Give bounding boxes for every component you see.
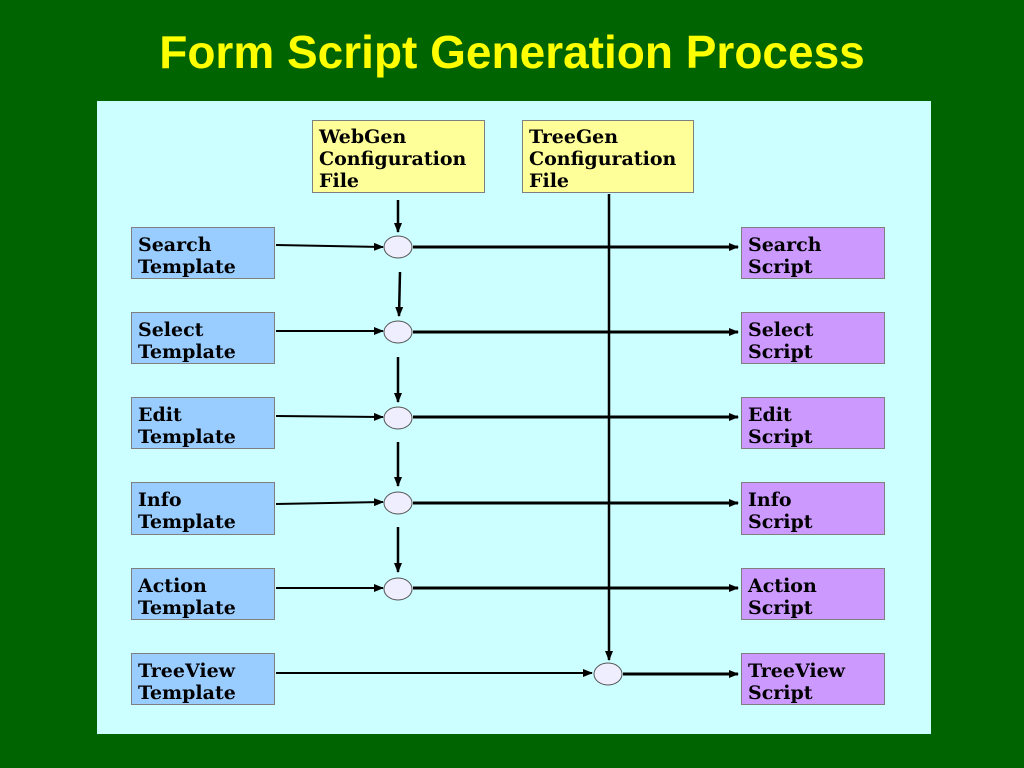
junction-node [593,662,623,686]
search-script-box: Search Script [741,227,885,279]
treeview-script-box: TreeView Script [741,653,885,705]
info-template-box: Info Template [131,482,275,535]
select-script-box: Select Script [741,312,885,364]
action-template-box: Action Template [131,568,275,620]
webgen-config-file-box: WebGen Configuration File [312,120,485,193]
junction-node [383,577,413,601]
select-template-box: Select Template [131,312,275,364]
edit-template-box: Edit Template [131,397,275,449]
junction-node [383,491,413,515]
junction-node [383,406,413,430]
info-script-box: Info Script [741,482,885,535]
template-to-node-arrow [275,498,384,507]
template-to-node-arrow [275,242,384,251]
template-to-node-arrow [275,412,384,421]
treeview-template-box: TreeView Template [131,653,275,705]
edit-script-box: Edit Script [741,397,885,449]
search-template-box: Search Template [131,227,275,279]
action-script-box: Action Script [741,568,885,620]
node-chain-arrow [395,271,404,317]
junction-node [383,320,413,344]
treegen-config-file-box: TreeGen Configuration File [522,120,694,193]
page-title: Form Script Generation Process [159,26,865,78]
junction-node [383,235,413,259]
